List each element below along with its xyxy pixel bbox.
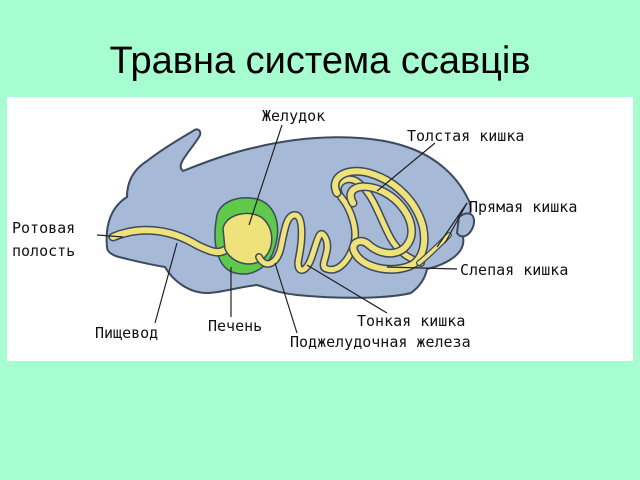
leader-stomach (248, 124, 283, 226)
leader-caecum (386, 266, 458, 270)
label-oral-cavity-1: Ротовая (12, 219, 76, 237)
leader-small-intestine (306, 264, 388, 314)
label-stomach: Желудок (262, 107, 326, 125)
diagram-panel: Желудок Толстая кишка Прямая кишка Ротов… (7, 97, 633, 361)
label-pancreas: Поджелудочная железа (290, 333, 471, 351)
large-intestine-fill (332, 168, 428, 273)
label-liver: Печень (208, 317, 263, 335)
label-large-intestine: Толстая кишка (407, 127, 525, 145)
leader-oral (96, 234, 124, 238)
rabbit-digestive-diagram (96, 124, 475, 334)
leader-large-intestine (376, 142, 436, 192)
label-esophagus: Пищевод (95, 324, 159, 342)
label-small-intestine: Тонкая кишка (357, 312, 466, 330)
esophagus-fill (110, 227, 232, 255)
leader-esophagus (154, 242, 178, 324)
leader-lines (96, 124, 468, 334)
label-caecum: Слепая кишка (460, 261, 569, 279)
stomach-shape (222, 212, 273, 265)
leader-rectum-2 (444, 202, 468, 244)
rectum-fill (417, 233, 451, 265)
label-rectum: Прямая кишка (469, 198, 578, 216)
leader-rectum-1 (436, 202, 468, 248)
leader-pancreas (274, 262, 298, 334)
slide-title: Травна система ссавців (109, 40, 531, 82)
rabbit-tail (455, 212, 475, 238)
label-oral-cavity-2: полость (12, 242, 76, 260)
